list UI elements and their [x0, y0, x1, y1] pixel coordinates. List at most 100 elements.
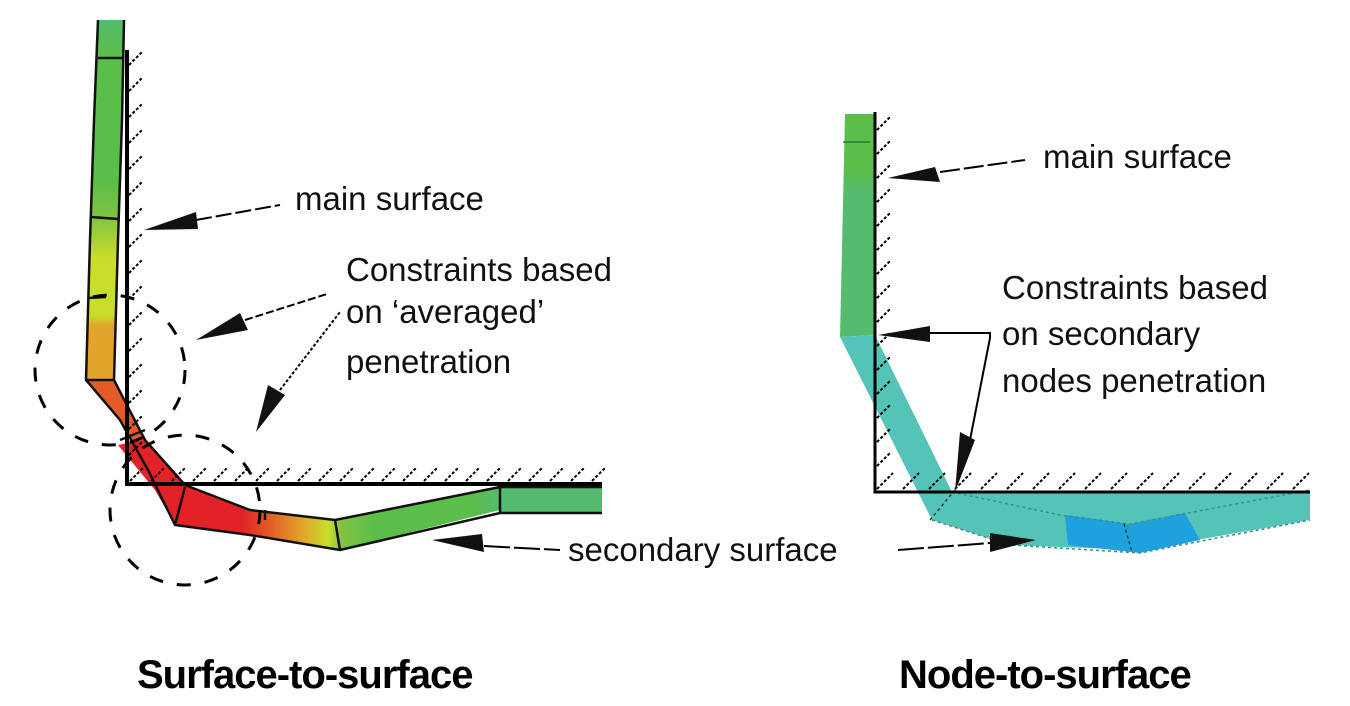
hatch-mark	[1214, 472, 1232, 490]
hatch-mark	[876, 427, 892, 443]
hatch-mark	[129, 466, 145, 482]
hatch-mark	[423, 466, 439, 482]
hatch-mark	[128, 284, 144, 300]
hatch-mark	[255, 466, 271, 482]
left-element-divider	[333, 519, 342, 551]
left-dashed-circle-upper	[33, 293, 187, 447]
hatch-mark	[876, 115, 892, 131]
right-element-divider	[1123, 523, 1133, 553]
right-main-surface-label: main surface	[1043, 138, 1232, 175]
hatch-mark	[1240, 472, 1258, 490]
left-wall-hatching-vertical	[128, 50, 144, 456]
hatch-mark	[128, 414, 144, 430]
hatch-mark	[1266, 472, 1284, 490]
hatch-mark	[1058, 472, 1076, 490]
hatch-mark	[876, 355, 892, 371]
hatch-mark	[1006, 472, 1024, 490]
hatch-mark	[876, 235, 892, 251]
leader-line	[939, 159, 1026, 173]
right-main-surface-leader	[888, 159, 1026, 182]
hatch-mark	[128, 336, 144, 352]
arrow-icon	[955, 432, 975, 492]
left-wall-hatching-horizontal	[129, 466, 607, 482]
hatch-mark	[876, 163, 892, 179]
right-caption: Node-to-surface	[899, 653, 1191, 697]
arrow-icon	[144, 212, 198, 230]
secondary-surface-leaders	[432, 533, 1036, 552]
label-line: Constraints based	[346, 251, 612, 288]
right-vertical-leg	[840, 114, 875, 337]
right-secondary-body	[840, 114, 1311, 554]
left-main-surface-leader	[144, 204, 281, 230]
leader-line	[195, 204, 281, 221]
arrow-icon	[256, 385, 285, 432]
arrow-icon	[878, 326, 930, 342]
hatch-mark	[1188, 472, 1206, 490]
label-line: nodes penetration	[1002, 362, 1266, 399]
right-constraint-label: Constraints based on secondary nodes pen…	[1002, 269, 1277, 399]
hatch-mark	[928, 472, 946, 490]
hatch-mark	[507, 466, 523, 482]
hatch-mark	[591, 466, 607, 482]
hatch-mark	[876, 211, 892, 227]
left-bottom-leg	[175, 485, 500, 550]
label-line: penetration	[346, 343, 511, 380]
hatch-mark	[402, 466, 418, 482]
hatch-mark	[1162, 472, 1180, 490]
hatch-mark	[171, 466, 187, 482]
hatch-mark	[276, 466, 292, 482]
hatch-mark	[297, 466, 313, 482]
hatch-mark	[444, 466, 460, 482]
hatch-mark	[128, 440, 144, 456]
secondary-surface-label: secondary surface	[568, 531, 838, 568]
left-dashed-circle-lower	[108, 433, 262, 587]
hatch-mark	[128, 388, 144, 404]
hatch-mark	[528, 466, 544, 482]
hatch-mark	[486, 466, 502, 482]
right-wall-hatching-horizontal	[876, 472, 1310, 490]
hatch-mark	[570, 466, 586, 482]
right-main-surface	[873, 112, 1310, 494]
hatch-mark	[876, 283, 892, 299]
left-wall-line	[125, 50, 602, 486]
left-element-divider	[173, 486, 187, 526]
left-panel-surface-to-surface: main surface Constraints based on ‘avera…	[33, 19, 621, 697]
hatch-mark	[549, 466, 565, 482]
hatch-mark	[128, 128, 144, 144]
left-body-outline-outer	[84, 19, 602, 552]
left-main-surface	[125, 50, 607, 486]
hatch-mark	[980, 472, 998, 490]
hatch-mark	[1292, 472, 1310, 490]
hatch-mark	[1136, 472, 1154, 490]
hatch-mark	[876, 307, 892, 323]
hatch-mark	[954, 472, 972, 490]
arrow-icon	[196, 313, 248, 340]
hatch-mark	[876, 259, 892, 275]
right-element-divider	[929, 489, 956, 521]
hatch-mark	[128, 76, 144, 92]
leader-line	[483, 545, 561, 551]
arrow-icon-left	[432, 534, 484, 552]
left-constraint-label: Constraints based on ‘averaged’ penetrat…	[346, 251, 621, 380]
hatch-mark	[360, 466, 376, 482]
leader-line	[279, 311, 341, 391]
hatch-mark	[465, 466, 481, 482]
hatch-mark	[876, 403, 892, 419]
hatch-mark	[128, 310, 144, 326]
hatch-mark	[381, 466, 397, 482]
right-blue-region	[1065, 513, 1200, 553]
left-element-divider	[90, 215, 119, 221]
label-line: Constraints based	[1002, 269, 1268, 306]
hatch-mark	[128, 180, 144, 196]
hatch-mark	[876, 139, 892, 155]
label-line: on secondary	[1002, 315, 1201, 352]
leader-line	[930, 332, 991, 441]
hatch-mark	[876, 379, 892, 395]
left-main-surface-label: main surface	[295, 180, 484, 217]
hatch-mark	[1032, 472, 1050, 490]
hatch-mark	[192, 466, 208, 482]
hatch-mark	[150, 466, 166, 482]
hatch-mark	[128, 258, 144, 274]
hatch-mark	[128, 232, 144, 248]
